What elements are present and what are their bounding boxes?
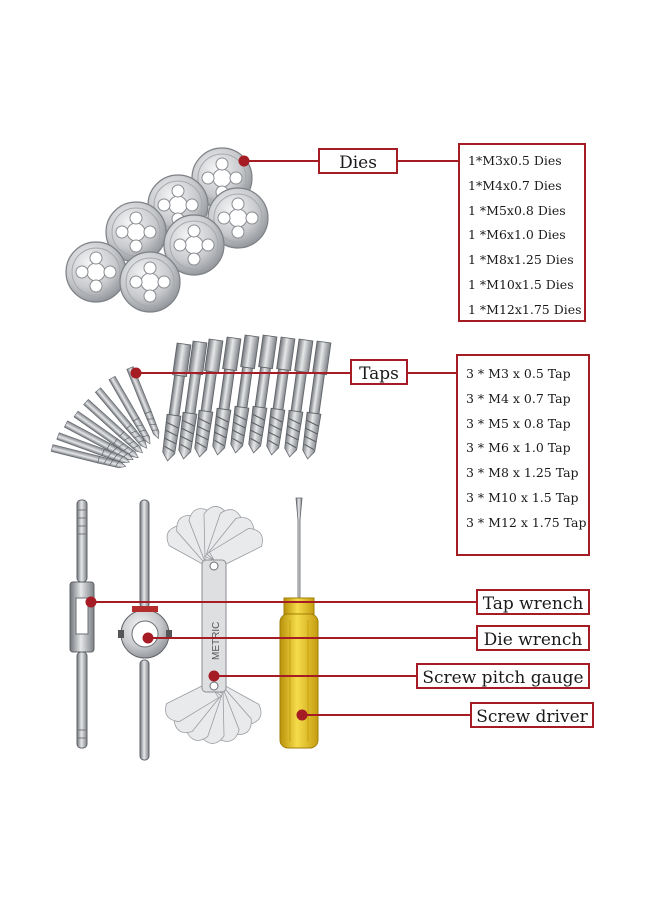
die-wrench-illustration: [118, 499, 172, 761]
dies-illustration: [65, 147, 269, 313]
taps-spec-item: 3 * M4 x 0.7 Tap: [466, 390, 571, 406]
small-taps-illustration: [50, 366, 163, 471]
tap-wrench-illustration: [69, 499, 95, 749]
dies-spec-item: 1*M4x0.7 Dies: [468, 177, 562, 193]
taps-spec-item: 3 * M8 x 1.25 Tap: [466, 465, 579, 481]
taps-spec-item: 3 * M12 x 1.75 Tap: [466, 514, 587, 530]
dies-spec-item: 1 *M6x1.0 Dies: [468, 227, 566, 243]
tap-wrench-label: Tap wrench: [476, 589, 590, 615]
dies-spec-item: 1 *M8x1.25 Dies: [468, 252, 574, 268]
taps-spec-item: 3 * M5 x 0.8 Tap: [466, 415, 571, 431]
dies-spec-item: 1 *M10x1.5 Dies: [468, 276, 574, 292]
taps-spec-item: 3 * M10 x 1.5 Tap: [466, 489, 579, 505]
pitch-gauge-illustration: METRIC: [161, 505, 267, 745]
dies-spec-item: 1 *M12x1.75 Dies: [468, 301, 582, 317]
dies-spec-item: 1 *M5x0.8 Dies: [468, 202, 566, 218]
dies-label: Dies: [318, 148, 398, 174]
screw-driver-label: Screw driver: [470, 702, 594, 728]
large-taps-illustration: [160, 334, 332, 463]
die-wrench-label: Die wrench: [476, 625, 590, 651]
taps-spec-item: 3 * M3 x 0.5 Tap: [466, 366, 571, 381]
taps-spec-list: 3 * M3 x 0.5 Tap 3 * M4 x 0.7 Tap 3 * M5…: [456, 354, 590, 556]
dies-spec-list: 1*M3x0.5 Dies 1*M4x0.7 Dies 1 *M5x0.8 Di…: [458, 143, 586, 322]
pitch-gauge-label: Screw pitch gauge: [416, 663, 590, 689]
gauge-engraving: METRIC: [211, 622, 222, 660]
callout-lines: [85, 155, 476, 721]
taps-label: Taps: [350, 359, 408, 385]
dies-spec-item: 1*M3x0.5 Dies: [468, 153, 562, 168]
taps-spec-item: 3 * M6 x 1.0 Tap: [466, 440, 571, 456]
